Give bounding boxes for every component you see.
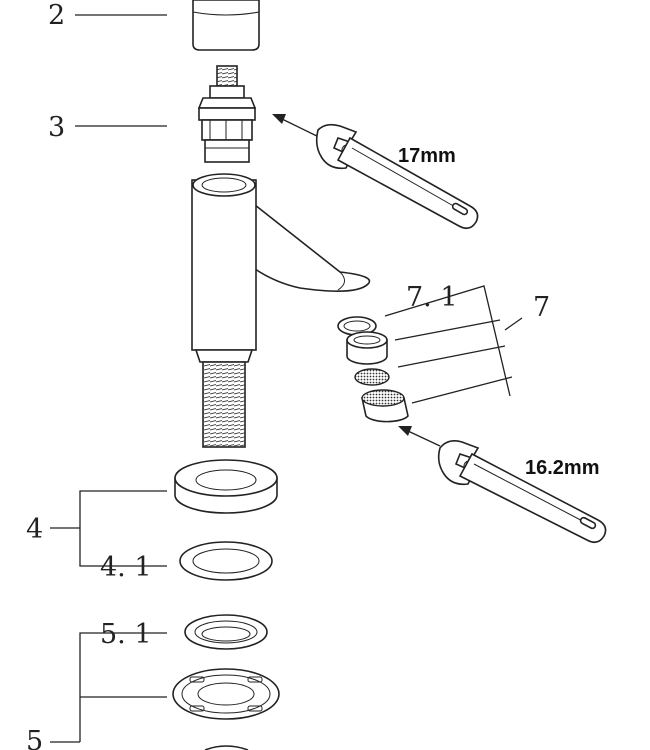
callout-5: 5 (26, 726, 43, 750)
leader-7-main (504, 317, 523, 331)
leader-5 (50, 632, 167, 743)
callout-7-1: 7. 1 (406, 282, 458, 313)
faucet-body (191, 173, 371, 448)
part-7-1-seal-ring (337, 316, 377, 336)
part-5-1-ring (184, 614, 268, 650)
part-5-lower-edge (204, 745, 249, 750)
leader-4 (50, 490, 167, 567)
callout-4-1: 4. 1 (100, 552, 152, 583)
callout-4: 4 (26, 514, 43, 545)
wrench-bottom-size: 16.2mm (525, 457, 600, 479)
part-3-cartridge (197, 65, 257, 163)
part-7-aerator-nozzle (361, 389, 409, 423)
part-7-aerator-housing (346, 331, 388, 365)
part-7-mesh-screen (354, 368, 390, 386)
callout-5-1: 5. 1 (100, 619, 152, 650)
leader-7 (384, 285, 513, 404)
callout-3: 3 (48, 112, 65, 143)
part-4-washer (174, 459, 278, 514)
wrench-top-size: 17mm (398, 145, 456, 167)
wrench-top (272, 114, 479, 230)
part-4-1-gasket (179, 541, 273, 581)
part-5-plate (172, 668, 280, 720)
part-2-handle-cap (192, 0, 260, 51)
callout-7: 7 (533, 292, 550, 323)
callout-2: 2 (48, 0, 65, 31)
wrench-bottom (398, 426, 607, 544)
